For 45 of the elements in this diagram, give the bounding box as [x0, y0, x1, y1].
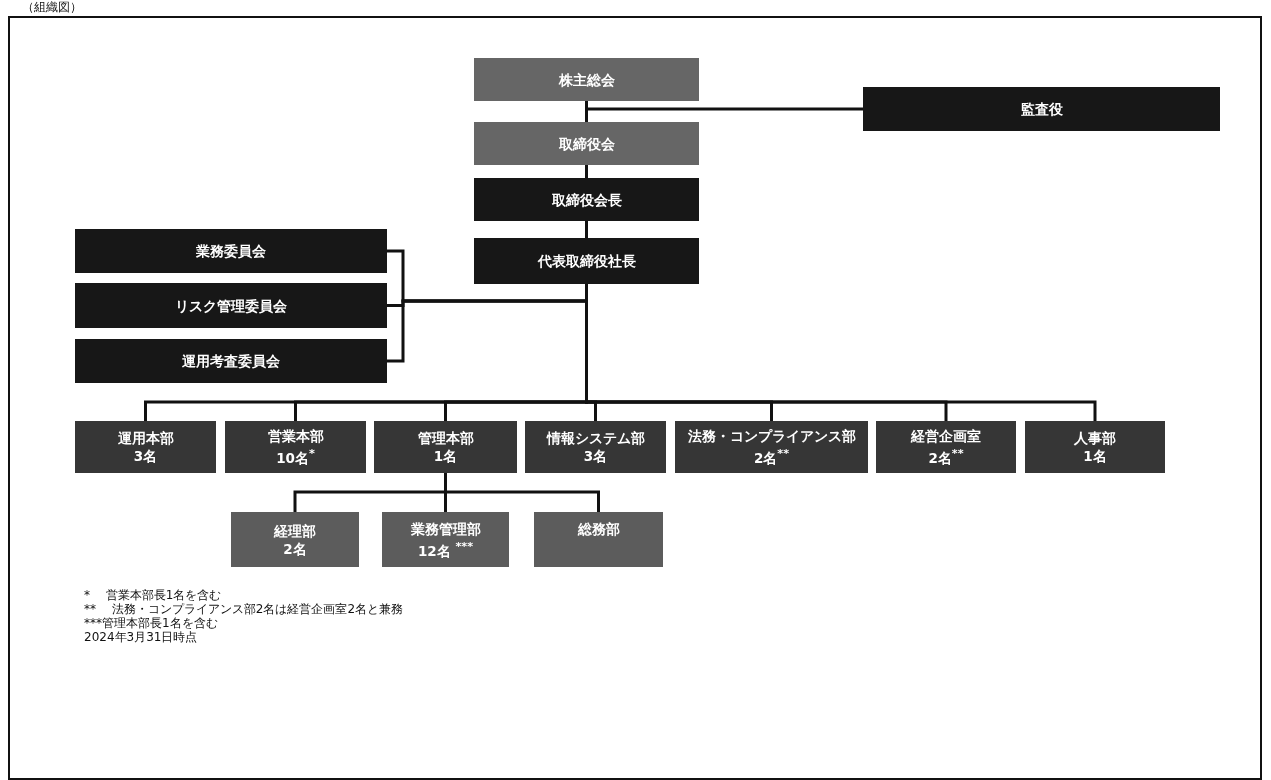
org-box-label: 管理本部 1名 [416, 429, 475, 465]
org-box [75, 229, 387, 273]
org-box [474, 122, 699, 165]
footnote-text: ***管理本部長1名を含む [84, 616, 219, 630]
footnote-text: 2024年3月31日時点 [84, 630, 199, 644]
org-box-label: リスク管理委員会 [174, 296, 288, 315]
org-box-label: 運用考査委員会 [181, 352, 281, 370]
org-box [75, 421, 216, 473]
org-box-label: 取締役会 [557, 134, 616, 153]
org-box [474, 238, 699, 284]
connector-line [585, 165, 588, 178]
org-box [863, 87, 1220, 131]
org-box-label: 経理部 2名 [273, 521, 317, 558]
org-box-label: 取締役会長 [550, 190, 623, 209]
org-box-label: 情報システム部 3名 [545, 429, 646, 465]
org-box [231, 512, 359, 567]
org-box-label: 監査役 [1019, 100, 1064, 118]
org-box-label: 営業本部 10名$^{*}$ [266, 427, 325, 467]
org-box [474, 178, 699, 221]
org-box [75, 283, 387, 328]
connector-line [444, 473, 600, 512]
org-box [382, 512, 509, 567]
org-box [1025, 421, 1165, 473]
org-box-label: 代表取締役社長 [536, 252, 637, 270]
org-box-label: 総務部 [576, 520, 621, 538]
org-box [374, 421, 517, 473]
org-box-label: 業務管理部 12名 $^{***}$ [409, 519, 482, 560]
org-box-label: 株主総会 [557, 70, 616, 89]
org-box-label: 法務・コンプライアンス部 2名$^{**}$ [686, 427, 857, 467]
org-box [225, 421, 366, 473]
org-box [474, 58, 699, 101]
diagram-title: （組織図） [22, 0, 82, 14]
org-box-label: 業務委員会 [195, 242, 267, 260]
org-box [75, 339, 387, 383]
connector-line [585, 221, 588, 238]
org-box-label: 人事部 1名 [1073, 429, 1117, 465]
footnote-text: * 営業本部長1名を含む [84, 588, 223, 602]
org-box [675, 421, 868, 473]
org-box [525, 421, 666, 473]
org-box-label: 運用本部 3名 [116, 429, 175, 465]
footnote-text: ** 法務・コンプライアンス部2名は経営企画室2名と兼務 [84, 602, 404, 616]
connector-line [585, 101, 863, 111]
org-box [534, 512, 663, 567]
org-box [876, 421, 1016, 473]
org-box-label: 経営企画室 2名$^{**}$ [910, 427, 982, 467]
